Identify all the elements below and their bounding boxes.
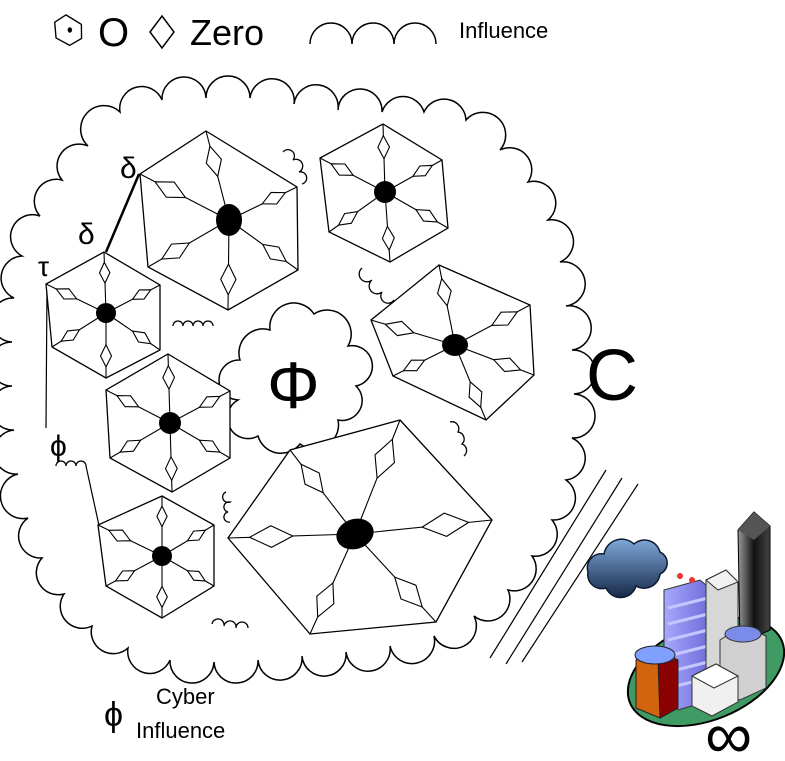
node-core (216, 204, 242, 236)
hexagon-node (319, 123, 449, 263)
node-core (442, 334, 468, 356)
zero-diamond (131, 330, 152, 345)
zero-diamond (411, 164, 434, 177)
zero-diamond (186, 570, 207, 582)
city-illustration (586, 511, 785, 728)
zero-diamond (377, 134, 391, 160)
outer-influence-cloud (0, 75, 596, 684)
zero-diamond (220, 262, 237, 296)
legend-o-label: O (98, 11, 129, 55)
zero-diamond (107, 529, 132, 542)
zero-diamond (330, 163, 355, 176)
zero-diamond (160, 242, 191, 260)
zero-diamond (261, 243, 288, 263)
tau-link-line (45, 284, 48, 429)
zero-diamond (393, 576, 424, 608)
delta-upper-label: δ (120, 152, 137, 185)
hexagon-node (370, 264, 535, 421)
zero-diamond (420, 512, 470, 538)
node-core (336, 518, 374, 550)
delta-link-line (104, 173, 141, 253)
zero-diamond (337, 210, 359, 226)
zero-diamond (55, 288, 78, 300)
storm-cloud-icon (586, 538, 668, 599)
phi-small-label: ϕ (50, 430, 67, 463)
zero-diamond (60, 329, 81, 342)
influence-word: Influence (136, 718, 225, 743)
zero-diamond (156, 585, 168, 609)
infinity-symbol: ∞ (705, 698, 752, 761)
zero-diamond (374, 438, 395, 480)
zero-diamond (468, 380, 483, 409)
scallop-connector (55, 460, 87, 467)
zero-diamond (186, 529, 207, 542)
scallop-connector (358, 267, 395, 304)
node-core (159, 412, 181, 434)
zero-diamond (316, 581, 335, 619)
scallop-connector (222, 491, 233, 523)
hexagon-node (227, 419, 493, 635)
white-block (690, 663, 740, 717)
zero-diamond (402, 359, 426, 372)
zero-diamond (131, 289, 152, 300)
cyber-phi-symbol: ϕ (104, 696, 123, 734)
hexagon-node (97, 495, 215, 619)
scallop-connector (172, 320, 214, 327)
node-core (96, 303, 116, 323)
hexagon-node (139, 130, 299, 311)
legend-influence-label: Influence (459, 18, 548, 43)
zero-diamond (381, 225, 395, 252)
zero-diamond (164, 455, 178, 482)
legend: O Zero Influence (53, 11, 548, 55)
zero-diamond (156, 504, 168, 528)
zero-diamond (492, 357, 522, 373)
zero-diamond (114, 570, 136, 582)
scallop-connector (282, 148, 308, 185)
zero-diamond (154, 181, 187, 199)
influence-scallop-icon (309, 22, 437, 45)
zero-diamond (198, 439, 221, 453)
zero-diamond (162, 364, 176, 391)
o-node-icon (53, 14, 83, 47)
zero-diamond (384, 320, 415, 337)
hexagon-node (45, 251, 161, 379)
zero-diamond-icon (149, 14, 175, 50)
scallop-connector (449, 421, 468, 457)
black-tower (737, 511, 771, 645)
domain-c-label: C (586, 336, 638, 416)
zero-diamond (300, 463, 324, 494)
separator-hatch (489, 469, 639, 665)
zero-diamond (119, 439, 142, 453)
zero-diamond (490, 311, 519, 326)
legend-zero-label: Zero (190, 12, 264, 53)
zero-diamond (248, 525, 295, 549)
cyber-word: Cyber (156, 684, 215, 709)
zero-diamond (99, 343, 113, 369)
zero-diamond (198, 395, 221, 408)
hexagon-node (105, 353, 231, 493)
zero-diamond (261, 191, 287, 205)
zero-diamond (98, 261, 111, 285)
phi-center-label: Φ (267, 348, 320, 422)
phi-link-line (85, 465, 101, 531)
node-cluster (45, 123, 535, 635)
zero-diamond (414, 208, 439, 223)
tau-label: τ (38, 251, 49, 282)
orange-building (634, 645, 679, 719)
zero-diamond (205, 144, 222, 178)
zero-diamond (436, 277, 452, 308)
node-core (152, 546, 172, 566)
node-core (374, 181, 396, 203)
zero-diamond (115, 395, 140, 408)
scallop-connector (211, 618, 249, 629)
delta-lower-label: δ (78, 218, 95, 251)
